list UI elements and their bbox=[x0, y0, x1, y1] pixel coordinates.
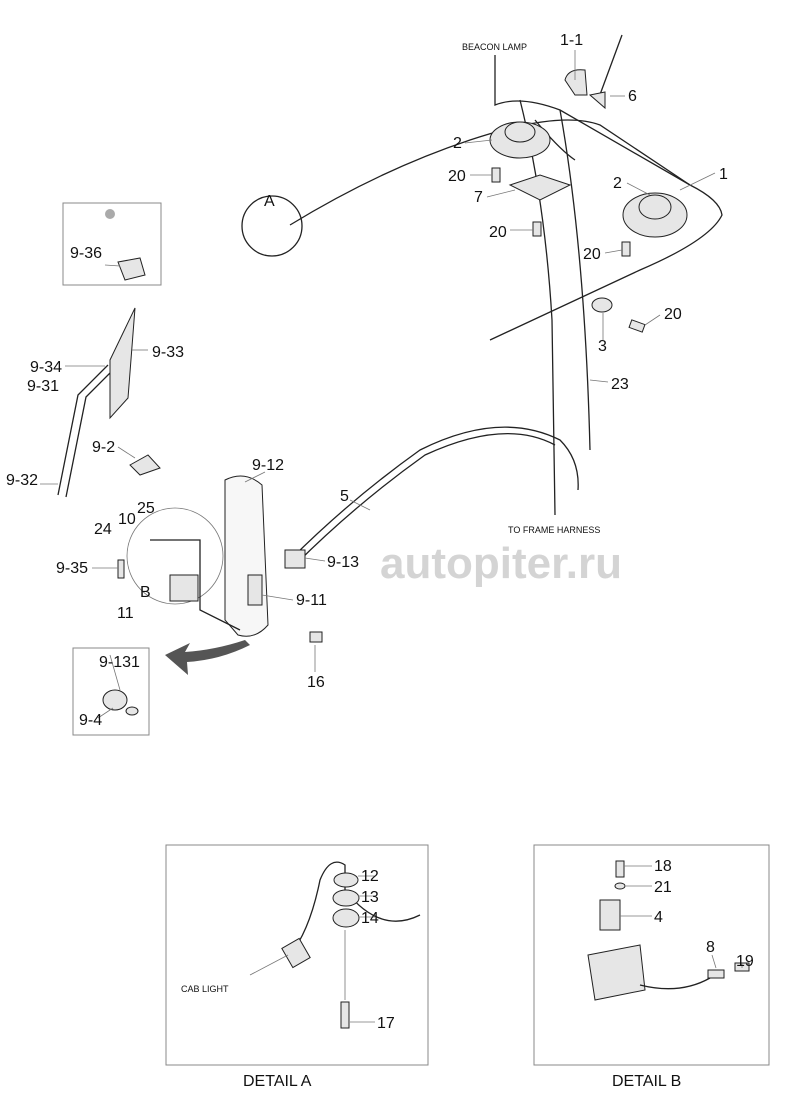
label-9-34: 9-34 bbox=[30, 359, 62, 376]
label-9-131: 9-131 bbox=[99, 654, 140, 671]
detail-a-drawing bbox=[249, 861, 421, 1029]
label-9-35: 9-35 bbox=[56, 560, 88, 577]
detail-b-box bbox=[533, 844, 770, 1066]
label-20: 20 bbox=[583, 246, 601, 263]
label-11: 11 bbox=[117, 605, 134, 622]
label-7: 7 bbox=[474, 189, 483, 206]
label-to-frame-harness: TO FRAME HARNESS bbox=[508, 525, 600, 535]
label-9-12: 9-12 bbox=[252, 457, 284, 474]
leader-lines bbox=[40, 50, 743, 1023]
detail-a-circle bbox=[241, 195, 303, 257]
label-10: 10 bbox=[118, 511, 136, 528]
label-13: 13 bbox=[361, 889, 379, 906]
detail-a-marker: A bbox=[264, 193, 275, 210]
beacon-antenna bbox=[564, 34, 623, 110]
detail-b-drawing bbox=[587, 860, 750, 1001]
label-9-33: 9-33 bbox=[152, 344, 184, 361]
label-beacon-lamp: BEACON LAMP bbox=[462, 42, 527, 52]
speaker-upper bbox=[489, 121, 551, 159]
label-9-4: 9-4 bbox=[79, 712, 102, 729]
detail-b-marker: B bbox=[140, 584, 151, 601]
detail-a-box bbox=[165, 844, 429, 1066]
label-6: 6 bbox=[628, 88, 637, 105]
label-24: 24 bbox=[94, 521, 112, 538]
label-9-31: 9-31 bbox=[27, 378, 59, 395]
label-cab-light: CAB LIGHT bbox=[181, 984, 229, 994]
watermark: autopiter.ru bbox=[380, 539, 622, 588]
label-4: 4 bbox=[654, 909, 663, 926]
label-25: 25 bbox=[137, 500, 155, 517]
label-9-11: 9-11 bbox=[296, 592, 327, 609]
label-9-13: 9-13 bbox=[327, 554, 359, 571]
inset-9-131 bbox=[72, 647, 150, 736]
label-2: 2 bbox=[613, 175, 622, 192]
label-3: 3 bbox=[598, 338, 607, 355]
cover-plate bbox=[508, 174, 572, 201]
label-5: 5 bbox=[340, 488, 349, 505]
label-20: 20 bbox=[448, 168, 466, 185]
label-20: 20 bbox=[664, 306, 682, 323]
detail-b-title: DETAIL B bbox=[612, 1073, 681, 1090]
arrow-icon bbox=[165, 640, 250, 675]
speaker-right bbox=[622, 192, 688, 238]
label-20: 20 bbox=[489, 224, 507, 241]
label-8: 8 bbox=[706, 939, 715, 956]
label-1: 1 bbox=[719, 166, 728, 183]
detail-a-title: DETAIL A bbox=[243, 1073, 312, 1090]
label-19: 19 bbox=[736, 953, 754, 970]
label-2: 2 bbox=[453, 135, 462, 152]
detail-b-circle bbox=[126, 507, 224, 605]
label-18: 18 bbox=[654, 858, 672, 875]
inset-9-36 bbox=[62, 202, 162, 286]
label-14: 14 bbox=[361, 910, 379, 927]
mirror-assembly bbox=[57, 307, 323, 675]
label-9-32: 9-32 bbox=[6, 472, 38, 489]
label-21: 21 bbox=[654, 879, 672, 896]
label-16: 16 bbox=[307, 674, 325, 691]
screws bbox=[491, 167, 646, 333]
label-12: 12 bbox=[361, 868, 379, 885]
label-1-1: 1-1 bbox=[560, 32, 583, 49]
label-17: 17 bbox=[377, 1015, 395, 1032]
label-23: 23 bbox=[611, 376, 629, 393]
label-9-2: 9-2 bbox=[92, 439, 115, 456]
label-9-36: 9-36 bbox=[70, 245, 102, 262]
